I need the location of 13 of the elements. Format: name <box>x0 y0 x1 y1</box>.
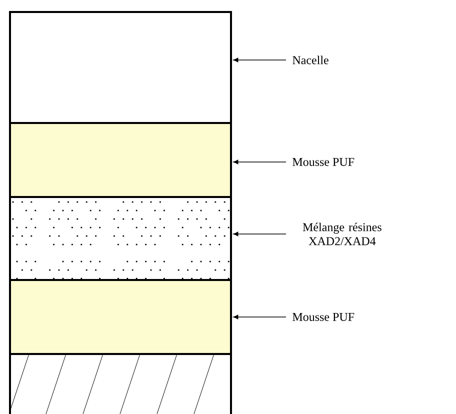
layer-label: Mousse PUF <box>292 313 354 321</box>
dotted-layer-box <box>9 196 232 281</box>
layer-box <box>9 122 232 198</box>
leader-arrow <box>233 160 286 164</box>
layer-label: Mélange résines XAD2/XAD4 <box>302 222 382 246</box>
layer-box <box>9 11 232 124</box>
layer-label: Mousse PUF <box>292 158 354 166</box>
leader-arrow <box>233 58 286 62</box>
leader-arrow <box>233 314 286 320</box>
layer-box <box>9 279 232 355</box>
layer-label: Nacelle <box>292 56 328 64</box>
leader-arrow <box>233 232 286 236</box>
hatched-layer-box <box>9 353 232 414</box>
